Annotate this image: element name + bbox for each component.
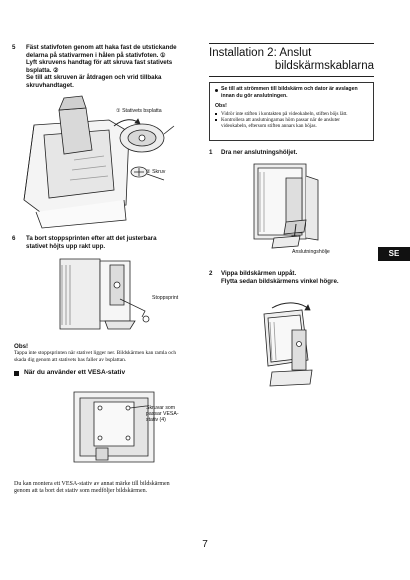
vesa-body: Du kan montera ett VESA-stativ av annat …: [14, 481, 204, 496]
section-title-line1: Installation 2: Anslut: [209, 47, 312, 59]
step2-line: Flytta sedan bildskärmens vinkel högre.: [221, 277, 339, 285]
step5-line: skruvhandtaget.: [26, 81, 74, 89]
step2-instructions: Vippa bildskärmen uppåt. Flytta sedan bi…: [221, 270, 371, 285]
section-title-line2: bildskärmskablarna: [274, 60, 374, 72]
tilt-monitor-illustration: [250, 300, 330, 390]
step1-text: Dra ner anslutningshöljet.: [221, 149, 298, 156]
note-line: Tappa inte stoppsprinten när stativet li…: [14, 350, 177, 356]
language-tab: SE: [378, 247, 410, 261]
step2-line: Vippa bildskärmen uppåt.: [221, 270, 297, 277]
step6-line: stativet höjts upp rakt upp.: [26, 242, 106, 250]
section-title: Installation 2: Anslut bildskärmskablarn…: [209, 47, 374, 73]
notice-box: Se till att strömmen till bildskärm och …: [209, 82, 374, 141]
cable-cover-illustration: [246, 160, 336, 255]
notice-warning-line: innan du gör anslutningen.: [221, 92, 288, 99]
vesa-body-line: Du kan montera ett VESA-stativ av annat …: [14, 481, 170, 487]
notice-item-bullet: [215, 119, 217, 122]
step1-number: 1: [209, 149, 213, 156]
step5-line: Fäst stativfoten genom att haka fast de …: [26, 44, 177, 51]
step5-number: 5: [12, 44, 16, 51]
vesa-label-line: Skruvar som: [146, 405, 176, 411]
stand-base-illustration: [14, 90, 194, 230]
step6-number: 6: [12, 235, 16, 242]
notice-item: Vidrör inte stiften i kontakten på video…: [215, 111, 370, 117]
vesa-label-line: passar VESA-: [146, 411, 179, 417]
page-number: 7: [202, 539, 208, 550]
step6-line: Ta bort stoppsprinten efter att det just…: [26, 235, 157, 242]
step5-line: bsplatta. ②: [26, 66, 59, 74]
section-bottom-rule: [209, 76, 374, 77]
step5-line: Se till att skruven är åtdragen och vrid…: [26, 74, 162, 82]
section-top-rule: [209, 43, 374, 44]
note-line: skada dig genom att stativets bas faller…: [14, 356, 127, 363]
step2-number: 2: [209, 270, 213, 277]
vesa-illustration: [70, 388, 160, 473]
screw-label: ② Skruv: [146, 169, 166, 175]
notice-item: Kontrollera att anslutningarnas hörn pas…: [215, 117, 370, 129]
note-body: Tappa inte stoppsprinten när stativet li…: [14, 350, 204, 363]
notice-item-line: Kontrollera att anslutningarnas hörn pas…: [221, 117, 340, 124]
stopper-pin-label: Stoppsprint: [152, 295, 179, 301]
step5-line: Lyft skruvens handtag för att skruva fas…: [26, 59, 173, 67]
language-tab-label: SE: [388, 249, 400, 258]
notice-item-bullet: [215, 113, 217, 115]
notice-obs-heading: Obs!: [215, 103, 227, 109]
notice-warning-line: Se till att strömmen till bildskärm och …: [221, 86, 358, 92]
cable-cover-label: Anslutningshölje: [292, 249, 330, 255]
vesa-label-line: stativ (4): [146, 417, 166, 423]
vesa-screws-label: Skruvar som passar VESA- stativ (4): [146, 405, 179, 423]
notice-bullet: [215, 89, 218, 92]
vesa-body-line: genom att ta bort det stativ som medfölj…: [14, 488, 148, 495]
notice-item-line: Vidrör inte stiften i kontakten på video…: [221, 111, 348, 117]
step5-line: delarna på stativarmen i hålen på stativ…: [26, 51, 166, 59]
stopper-pin-illustration: [50, 255, 160, 335]
notice-items: Vidrör inte stiften i kontakten på video…: [215, 111, 370, 130]
vesa-heading: När du använder ett VESA-stativ: [24, 369, 126, 376]
stand-base-label: ① Stativets bsplatta: [116, 108, 162, 114]
step5-instructions: Fäst stativfoten genom att haka fast de …: [26, 44, 201, 90]
notice-item-line: videokabeln, eftersom stiften annars kan…: [221, 123, 317, 130]
note-heading: Obs!: [14, 343, 29, 350]
step6-instructions: Ta bort stoppsprinten efter att det just…: [26, 235, 201, 250]
vesa-bullet-square: [14, 371, 19, 376]
notice-warning: Se till att strömmen till bildskärm och …: [221, 86, 371, 99]
